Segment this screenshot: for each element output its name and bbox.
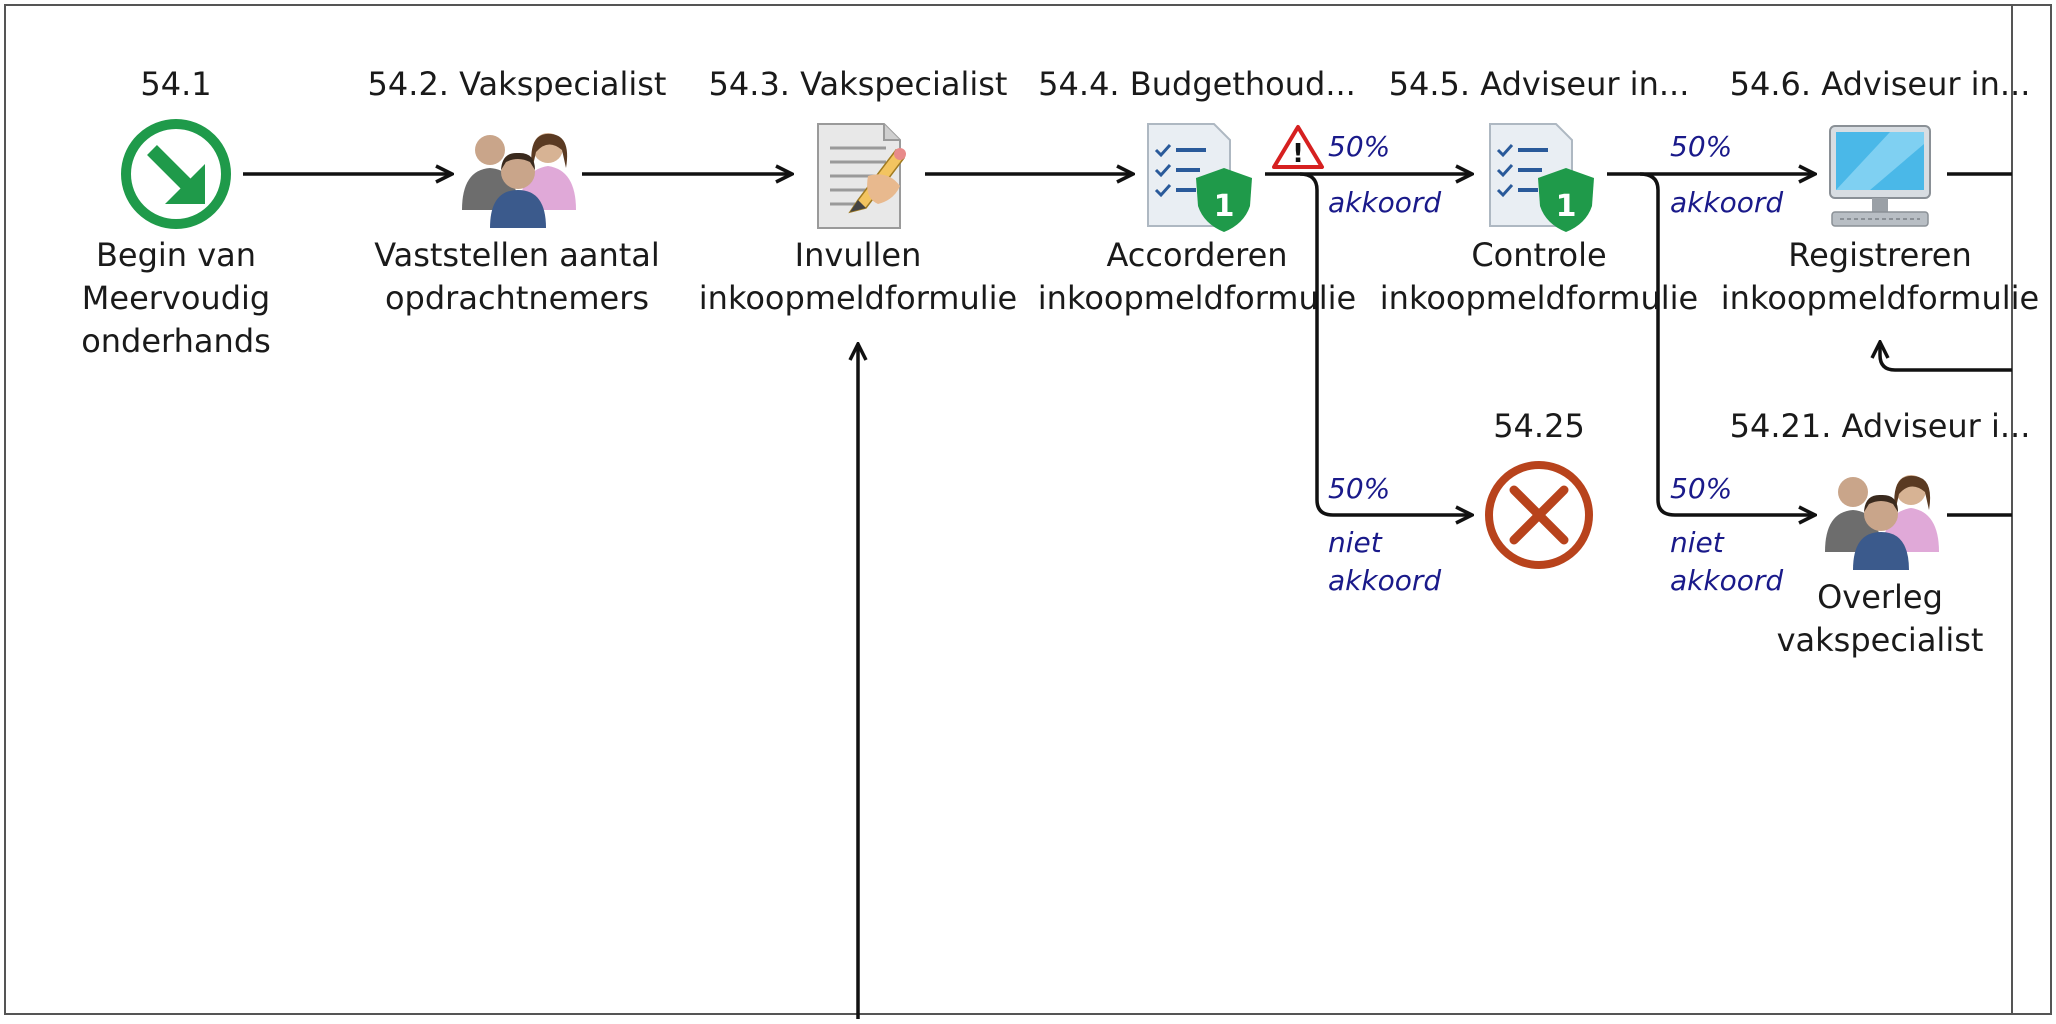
- node-54-5[interactable]: 54.5. Adviseur in... 1 Controle inkoopme…: [1380, 65, 1698, 317]
- connector-return-546: [1880, 342, 2012, 372]
- node-label: vakspecialist: [1777, 621, 1984, 659]
- node-title: 54.1: [140, 65, 211, 103]
- start-arrow-icon: [121, 119, 231, 229]
- flow-condition: akkoord: [1670, 564, 1783, 597]
- node-label: inkoopmeldformulie: [699, 279, 1017, 317]
- node-label: opdrachtnemers: [385, 279, 649, 317]
- node-label: Begin van: [96, 236, 256, 274]
- flow-condition: akkoord: [1328, 564, 1441, 597]
- node-label: Accorderen: [1106, 236, 1287, 274]
- flow-percent: 50%: [1670, 130, 1732, 163]
- people-icon: [1825, 475, 1939, 570]
- diagram-frame: [4, 4, 2052, 1015]
- node-title: 54.5. Adviseur in...: [1389, 65, 1690, 103]
- node-label: Invullen: [795, 236, 922, 274]
- connector-545-5421: [1639, 172, 1815, 515]
- flow-condition: akkoord: [1328, 186, 1441, 219]
- flow-condition: niet: [1670, 526, 1725, 559]
- connectors: [243, 174, 2012, 1019]
- node-54-2[interactable]: 54.2. Vakspecialist Vaststellen aantal o…: [368, 65, 667, 317]
- node-54-1[interactable]: 54.1 Begin van Meervoudig onderhands: [81, 65, 271, 360]
- node-label: inkoopmeldformulie: [1038, 279, 1356, 317]
- checklist-shield-icon: 1: [1489, 123, 1594, 232]
- node-label: Controle: [1471, 236, 1606, 274]
- node-title: 54.3. Vakspecialist: [709, 65, 1008, 103]
- shield-badge-number: 1: [1556, 189, 1577, 224]
- people-icon: [462, 133, 576, 228]
- end-cross-icon: [1485, 461, 1593, 569]
- node-54-4[interactable]: 54.4. Budgethoud... 1 ! Accorderen inkoo…: [1038, 65, 1356, 317]
- node-label: Overleg: [1817, 578, 1943, 616]
- monitor-icon: [1829, 125, 1931, 227]
- node-title: 54.2. Vakspecialist: [368, 65, 667, 103]
- shield-badge-number: 1: [1214, 189, 1235, 224]
- node-title: 54.21. Adviseur i...: [1730, 407, 2031, 445]
- node-54-6[interactable]: 54.6. Adviseur in... Registreren inkoopm…: [1721, 65, 2039, 317]
- node-label: inkoopmeldformulie: [1380, 279, 1698, 317]
- node-label: Registreren: [1788, 236, 1971, 274]
- node-label: inkoopmeldformulie: [1721, 279, 2039, 317]
- flow-percent: 50%: [1670, 472, 1732, 505]
- node-title: 54.6. Adviseur in...: [1730, 65, 2031, 103]
- warning-icon: !: [1272, 125, 1324, 169]
- flow-condition: niet: [1328, 526, 1383, 559]
- node-label: Vaststellen aantal: [374, 236, 660, 274]
- connector-544-5425: [1299, 172, 1472, 515]
- node-54-3[interactable]: 54.3. Vakspecialist Invullen inkoopmeldf…: [699, 65, 1017, 317]
- node-54-21[interactable]: 54.21. Adviseur i... Overleg vakspeciali…: [1730, 407, 2031, 659]
- node-title: 54.25: [1493, 407, 1585, 445]
- node-54-25[interactable]: 54.25: [1485, 407, 1593, 569]
- document-edit-icon: [817, 123, 906, 229]
- node-label: onderhands: [81, 322, 271, 360]
- flow-condition: akkoord: [1670, 186, 1783, 219]
- warning-symbol: !: [1292, 139, 1304, 169]
- flow-labels: 50% akkoord 50% niet akkoord 50% akkoord…: [1328, 130, 1783, 597]
- flow-percent: 50%: [1328, 472, 1390, 505]
- node-label: Meervoudig: [82, 279, 270, 317]
- node-title: 54.4. Budgethoud...: [1038, 65, 1356, 103]
- checklist-shield-icon: 1: [1147, 123, 1252, 232]
- flow-percent: 50%: [1328, 130, 1390, 163]
